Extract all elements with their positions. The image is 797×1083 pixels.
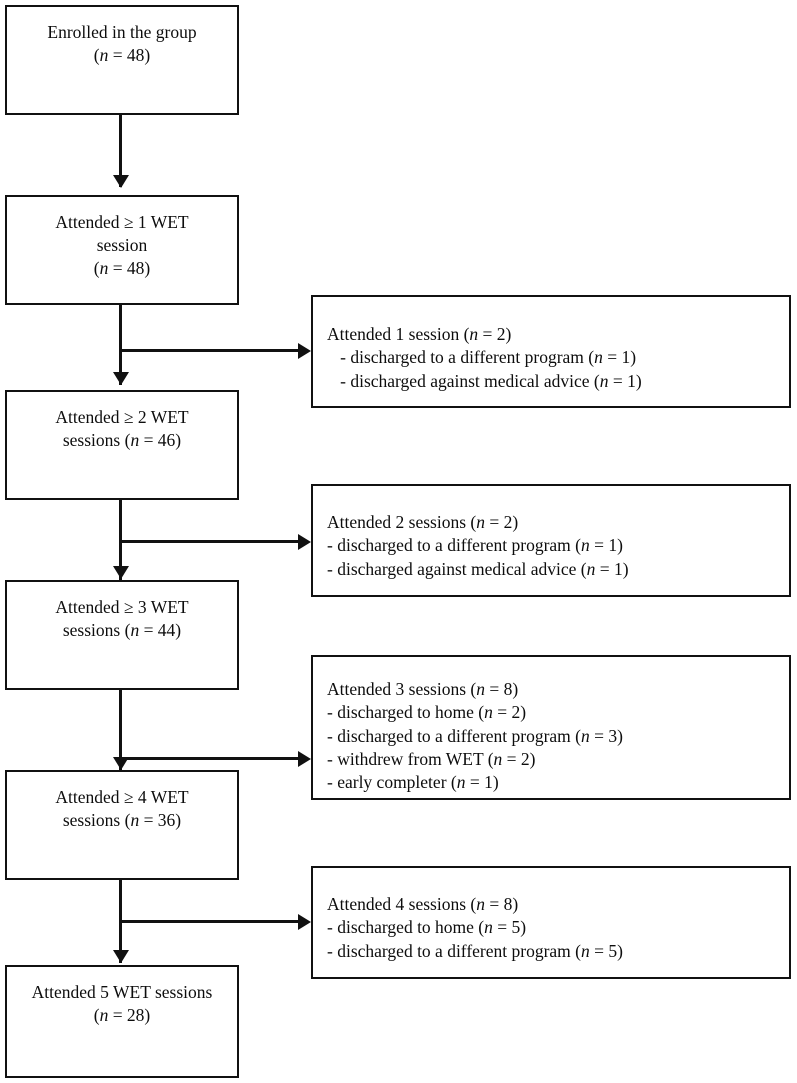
flow-exit-after-3-label: Attended 3 sessions (n = 8) - discharged… (327, 679, 623, 793)
branch-line-1 (119, 349, 299, 352)
connector-attended3-to-attended4 (119, 690, 122, 770)
arrowhead-right-3 (298, 750, 311, 767)
arrowhead-right-1 (298, 342, 311, 359)
flow-exit-after-4-label: Attended 4 sessions (n = 8)- discharged … (327, 894, 623, 961)
flow-node-attended-5-label: Attended 5 WET sessions(n = 28) (31, 982, 213, 1025)
branch-line-4 (119, 920, 299, 923)
branch-line-2 (119, 540, 299, 543)
flow-exit-after-1-label: Attended 1 session (n = 2) - discharged … (327, 324, 642, 391)
flow-exit-after-1: Attended 1 session (n = 2) - discharged … (311, 295, 791, 408)
flow-exit-after-3: Attended 3 sessions (n = 8) - discharged… (311, 655, 791, 800)
flow-node-enrolled: Enrolled in the group(n = 48) (5, 5, 239, 115)
arrowhead-down-1 (112, 175, 129, 188)
flow-exit-after-4: Attended 4 sessions (n = 8)- discharged … (311, 866, 791, 979)
branch-line-3 (119, 757, 299, 760)
flow-node-enrolled-label: Enrolled in the group(n = 48) (47, 22, 197, 65)
flow-exit-after-2-label: Attended 2 sessions (n = 2)- discharged … (327, 512, 629, 579)
connector-enrolled-to-attended1 (119, 115, 122, 187)
connector-attended1-to-attended2 (119, 305, 122, 385)
flow-exit-after-2: Attended 2 sessions (n = 2)- discharged … (311, 484, 791, 597)
arrowhead-down-4 (112, 757, 129, 770)
arrowhead-down-2 (112, 372, 129, 385)
flow-node-attended-5: Attended 5 WET sessions(n = 28) (5, 965, 239, 1078)
arrowhead-down-3 (112, 566, 129, 579)
arrowhead-right-4 (298, 913, 311, 930)
arrowhead-right-2 (298, 533, 311, 550)
arrowhead-down-5 (112, 950, 129, 963)
